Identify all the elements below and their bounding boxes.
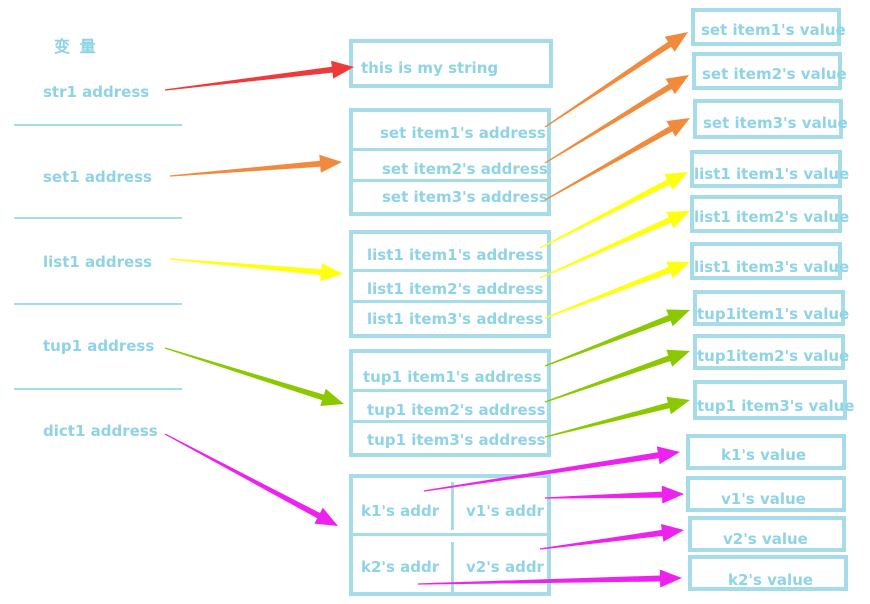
dict-object: k1's addr v1's addr k2's addr v2's addr [349, 474, 551, 596]
tuple-item-divider [349, 389, 551, 392]
arrow-tup-item1 [544, 309, 690, 367]
set-item-address: set item2's address [382, 160, 548, 178]
set-value-label: set item3's value [703, 114, 848, 132]
arrow-tup-item3 [544, 396, 690, 438]
variable-cell-dict1: dict1 address [14, 390, 182, 490]
arrow-dict1 [164, 433, 338, 526]
set-item-address: set item1's address [380, 124, 546, 142]
variable-cell-list1: list1 address [14, 219, 182, 306]
tuple-value-box: tup1item2's value [693, 334, 849, 370]
dict-value-box: k1's value [686, 434, 846, 470]
dict-value-label: k2's value [728, 571, 814, 589]
list-value-box: list1 item1's value [690, 150, 849, 188]
list-object: list1 item1's address list1 item2's addr… [349, 230, 551, 338]
variable-cell-set1: set1 address [14, 126, 182, 220]
list-item-divider [349, 300, 551, 303]
arrow-set-item2 [544, 75, 689, 164]
list-value-label: list1 item3's value [694, 258, 850, 276]
list-item-address: list1 item1's address [367, 246, 544, 264]
dict-key2-address: k2's addr [361, 558, 440, 576]
string-value: this is my string [361, 59, 499, 77]
dict-value-label: v1's value [721, 490, 806, 508]
dict-key1-address: k1's addr [361, 502, 440, 520]
set-object: set item1's address set item2's address … [349, 108, 551, 216]
variables-table: str1 address set1 address list1 address … [14, 57, 182, 490]
variable-label: tup1 address [43, 337, 155, 355]
set-item-address: set item3's address [382, 188, 548, 206]
list-value-box: list1 item3's value [690, 242, 849, 280]
set-item-divider [349, 148, 551, 151]
tuple-value-label: tup1item2's value [697, 347, 850, 365]
list-value-box: list1 item2's value [690, 195, 849, 233]
variable-label: dict1 address [43, 422, 158, 440]
arrow-k1 [423, 446, 680, 492]
arrow-tup-item2 [544, 349, 690, 403]
arrow-v2 [539, 524, 684, 550]
variable-cell-str1: str1 address [14, 57, 182, 127]
list-item-address: list1 item3's address [367, 310, 544, 328]
dict-value-box: v2's value [688, 516, 846, 552]
string-object: this is my string [349, 39, 553, 88]
dict-value-box: v1's value [686, 476, 846, 512]
dict-value-box: k2's value [688, 555, 848, 591]
arrow-tup1 [164, 347, 344, 406]
set-value-box: set item1's value [691, 8, 846, 46]
list-item-address: list1 item2's address [367, 280, 544, 298]
arrow-str1 [164, 60, 354, 91]
arrow-list1 [169, 258, 343, 282]
variable-label: set1 address [43, 168, 152, 186]
tuple-item-divider [349, 420, 551, 423]
tuple-object: tup1 item1's address tup1 item2's addres… [349, 349, 551, 457]
variable-label: str1 address [43, 83, 150, 101]
set-item-divider [349, 179, 551, 182]
dict-value-label: k1's value [721, 446, 807, 464]
dict-value1-address: v1's addr [466, 502, 544, 520]
set-value-label: set item2's value [702, 65, 847, 83]
tuple-item-address: tup1 item3's address [367, 431, 546, 449]
dict-value2-address: v2's addr [466, 558, 544, 576]
dict-col-divider [451, 542, 454, 592]
arrow-list-item2 [539, 211, 690, 279]
arrow-list-item1 [539, 172, 688, 249]
list-value-label: list1 item1's value [694, 165, 850, 183]
variable-label: list1 address [43, 253, 153, 271]
arrow-set-item1 [544, 32, 688, 128]
list-value-label: list1 item2's value [694, 208, 850, 226]
arrow-v1 [545, 485, 684, 504]
dict-row-divider [349, 533, 551, 536]
dict-col-divider [451, 482, 454, 530]
diagram-title: 变 量 [54, 37, 98, 56]
variable-cell-tup1: tup1 address [14, 305, 182, 391]
set-value-box: set item3's value [693, 99, 848, 139]
tuple-value-label: tup1 item3's value [697, 397, 855, 415]
set-value-label: set item1's value [701, 21, 846, 39]
list-item-divider [349, 269, 551, 272]
tuple-value-box: tup1 item3's value [693, 380, 854, 420]
tuple-value-box: tup1item1's value [693, 290, 849, 326]
arrow-set1 [170, 154, 342, 177]
dict-value-label: v2's value [723, 530, 808, 548]
tuple-item-address: tup1 item1's address [363, 368, 542, 386]
tuple-value-label: tup1item1's value [697, 305, 850, 323]
arrow-list-item3 [544, 261, 690, 319]
tuple-item-address: tup1 item2's address [367, 401, 546, 419]
arrow-set-item3 [544, 118, 690, 201]
set-value-box: set item2's value [692, 52, 847, 90]
arrow-k2 [418, 569, 682, 588]
